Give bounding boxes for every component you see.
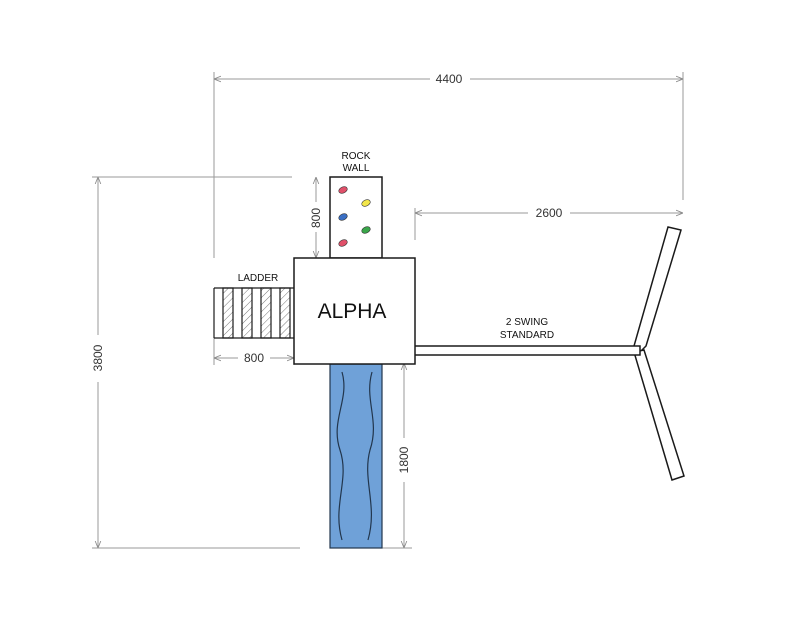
overall-height-dimension: 3800 [91, 176, 300, 549]
ladder-width-label: 800 [244, 351, 264, 365]
swing-label-line2: STANDARD [500, 330, 554, 341]
ladder: LADDER [213, 273, 294, 339]
slide-length-dimension: 1800 [382, 363, 412, 549]
ladder-rung [279, 287, 291, 339]
swing-leg-lower [633, 349, 685, 481]
swing-standard: 2 SWING STANDARD [401, 226, 685, 481]
slide-wave-line [367, 371, 374, 541]
slide-body [329, 363, 383, 549]
swing-leg-upper [633, 226, 682, 354]
platform-box [293, 257, 416, 365]
climbing-hold-icon [361, 226, 371, 234]
ladder-rung [241, 287, 253, 339]
swing-label-line1: 2 SWING [506, 317, 548, 328]
climbing-hold-icon [338, 186, 348, 194]
rock-wall: ROCK WALL [329, 151, 383, 259]
swing-width-dimension: 2600 [414, 206, 683, 240]
slide [329, 363, 383, 549]
overall-width-dimension: 4400 [213, 72, 684, 258]
climbing-hold-icon [361, 199, 371, 207]
swing-width-label: 2600 [536, 206, 563, 220]
ladder-width-dimension: 800 [213, 338, 295, 365]
climbing-hold-icon [338, 213, 348, 221]
overall-height-label: 3800 [91, 344, 105, 371]
slide-wave-line [336, 371, 345, 541]
ladder-rung [222, 287, 234, 339]
rock-wall-label-line2: WALL [343, 163, 370, 174]
rock-wall-height-dimension: 800 [300, 177, 330, 259]
rock-wall-panel [329, 176, 383, 259]
main-platform: ALPHA [293, 257, 416, 365]
climbing-hold-icon [338, 239, 348, 247]
swing-beam [401, 345, 641, 356]
ladder-label: LADDER [238, 273, 279, 284]
slide-length-label: 1800 [397, 446, 411, 473]
rock-wall-label-line1: ROCK [342, 151, 371, 162]
rock-wall-height-label: 800 [309, 208, 323, 228]
ladder-rung [260, 287, 272, 339]
overall-width-label: 4400 [436, 72, 463, 86]
platform-title: ALPHA [318, 300, 387, 323]
